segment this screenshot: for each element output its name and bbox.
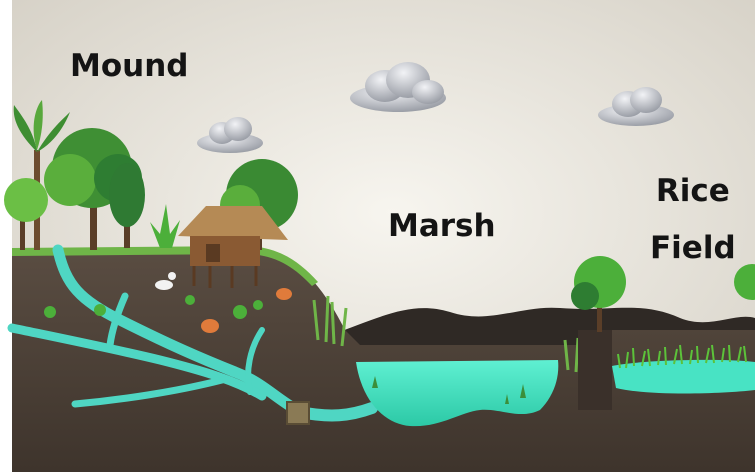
sluice-gate bbox=[286, 401, 310, 425]
left-border bbox=[0, 0, 12, 472]
plant-icon bbox=[150, 204, 180, 248]
reeds bbox=[312, 295, 580, 373]
tree-icon bbox=[571, 256, 626, 332]
cloud-icon bbox=[350, 62, 446, 112]
marsh-pond bbox=[356, 360, 559, 427]
rice-paddy-water bbox=[612, 359, 755, 394]
tree-icon bbox=[44, 128, 142, 250]
plant-icon bbox=[372, 376, 526, 404]
mound-grass-edge bbox=[12, 246, 318, 286]
cloud-icon bbox=[598, 87, 674, 126]
plant-icon bbox=[44, 295, 263, 319]
rice-field-label: Rice Field bbox=[650, 163, 736, 277]
marsh-label: Marsh bbox=[388, 208, 496, 244]
cloud-icon bbox=[197, 117, 263, 153]
mound-label: Mound bbox=[70, 48, 189, 84]
hut-icon bbox=[178, 206, 288, 288]
soil-ground bbox=[12, 248, 755, 472]
field-dike bbox=[578, 330, 612, 410]
tree-icon bbox=[109, 163, 145, 248]
chicken-icon bbox=[201, 288, 292, 333]
tree-icon bbox=[4, 178, 48, 250]
rice-field-label-line1: Rice bbox=[655, 173, 730, 209]
tree-icon bbox=[734, 264, 755, 300]
rice-plants bbox=[617, 344, 747, 369]
duck-icon bbox=[155, 272, 176, 290]
rice-field-label-line2: Field bbox=[650, 230, 736, 266]
